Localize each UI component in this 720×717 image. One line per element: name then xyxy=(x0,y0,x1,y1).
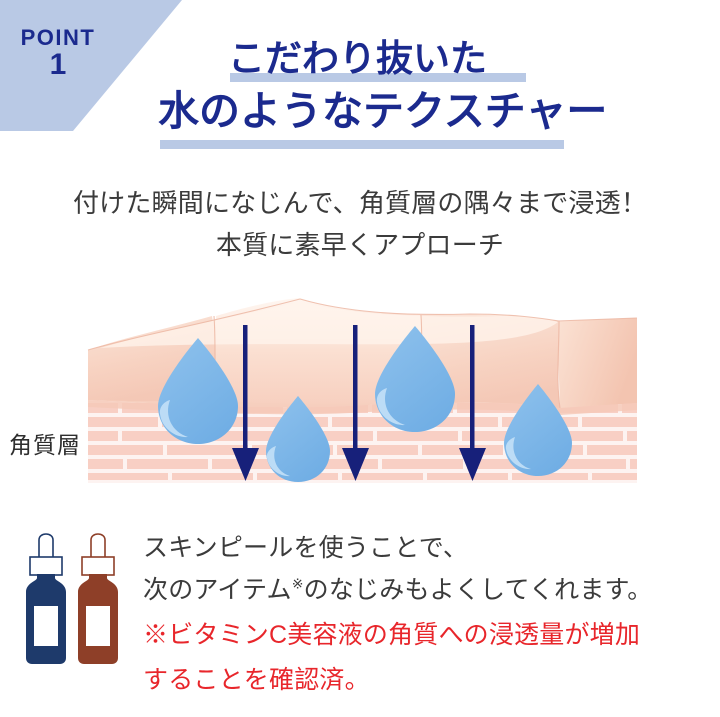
badge-triangle-shape xyxy=(0,0,182,131)
point-number: 1 xyxy=(49,48,67,81)
brown-dropper-bottle xyxy=(78,533,118,664)
skin-cross-section-graphic xyxy=(87,298,638,483)
droplet-1 xyxy=(158,338,238,444)
point-badge: POINT 1 xyxy=(0,0,182,133)
arrow-1 xyxy=(232,325,259,481)
subtitle: 付けた瞬間になじんで、角質層の隅々まで浸透！ 本質に素早くアプローチ xyxy=(0,182,720,266)
bottom-line-2-part-a: 次のアイテム xyxy=(143,576,292,604)
subtitle-line-1: 付けた瞬間になじんで、角質層の隅々まで浸透！ xyxy=(72,188,648,218)
droplet-4 xyxy=(504,384,572,476)
skin-penetration-illustration: 角質層 xyxy=(0,288,720,488)
droplet-3 xyxy=(375,326,455,432)
asterisk-mark-icon: ※ xyxy=(291,575,304,592)
heading-line-2: 水のようなテクスチャー xyxy=(158,87,608,135)
bottom-line-2-part-b: のなじみもよくしてくれます。 xyxy=(303,576,653,604)
point-label: POINT xyxy=(20,25,96,50)
product-bottles xyxy=(18,528,138,668)
stratum-corneum-label: 角質層 xyxy=(9,432,81,458)
arrow-3 xyxy=(459,325,486,481)
penetration-arrows xyxy=(232,325,486,481)
droplet-2 xyxy=(266,396,330,482)
bottom-line-1: スキンピールを使うことで、 xyxy=(143,534,469,562)
bottom-description: スキンピールを使うことで、 次のアイテム※のなじみもよくしてくれます。 ※ビタミ… xyxy=(143,527,720,701)
dropper-bottles-graphic xyxy=(26,533,118,664)
subtitle-line-2: 本質に素早くアプローチ xyxy=(215,230,505,261)
note-line-2: することを確認済。 xyxy=(143,666,370,694)
note-line-1: ※ビタミンC美容液の角質への浸透量が増加 xyxy=(143,621,641,649)
page-title: こだわり抜いた 水のようなテクスチャー xyxy=(150,36,710,149)
arrow-2 xyxy=(342,325,369,481)
bottom-line-2: 次のアイテム※のなじみもよくしてくれます。 xyxy=(143,569,720,611)
heading-highlight-bar-2 xyxy=(160,140,564,149)
heading-line-1: こだわり抜いた xyxy=(228,36,487,80)
navy-dropper-bottle xyxy=(26,533,66,664)
water-droplets xyxy=(158,326,572,482)
